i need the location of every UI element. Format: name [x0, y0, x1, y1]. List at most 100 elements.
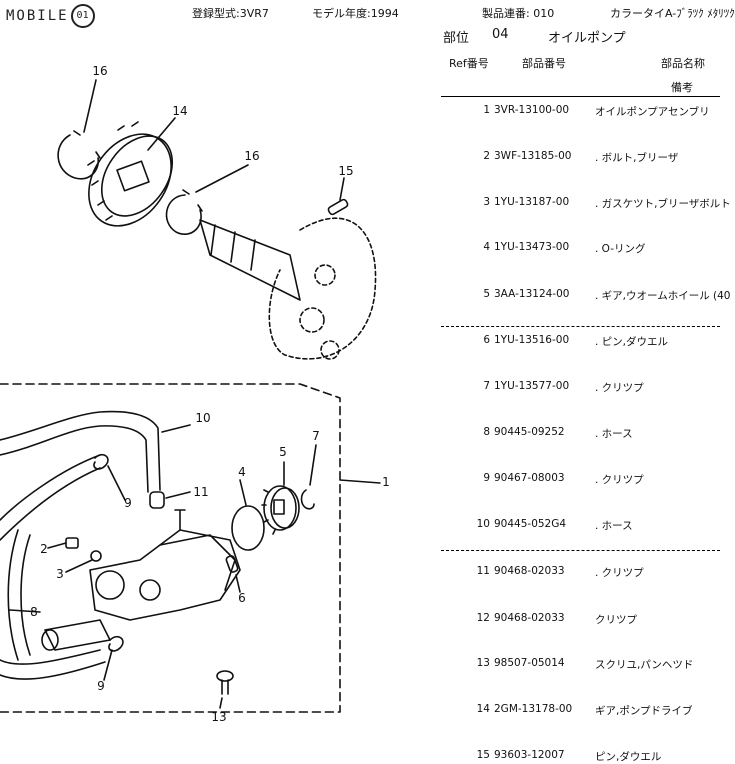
- leader-1: [339, 479, 381, 484]
- part-number: 1YU-13577-00: [494, 380, 570, 392]
- part-ref: 13: [476, 657, 490, 669]
- pump-drive-gear-14: [87, 117, 176, 227]
- part-ref: 15: [476, 749, 490, 761]
- part-ref: 5: [483, 288, 490, 300]
- part-number: 1YU-13187-00: [494, 196, 570, 208]
- part-name: . ボルト,ブリーザ: [595, 152, 679, 164]
- part-number: 90468-02033: [494, 565, 565, 577]
- header-rule: [441, 96, 720, 97]
- group-divider: [441, 326, 720, 327]
- part-ref: 14: [476, 703, 490, 715]
- screw-13: [216, 670, 234, 709]
- part-name: オイルポンプアセンブリ: [595, 106, 710, 118]
- col-remarks: 備考: [671, 81, 693, 94]
- part-name: クリツプ: [595, 614, 637, 626]
- callout-number: 15: [338, 164, 353, 178]
- group-divider: [441, 550, 720, 551]
- callout-number: 14: [172, 104, 187, 118]
- part-number: 98507-05014: [494, 657, 565, 669]
- dowel-pin-6: [225, 555, 241, 593]
- part-ref: 8: [483, 426, 490, 438]
- circlip-16-right: [165, 164, 249, 235]
- part-name: スクリユ,パンヘツド: [595, 659, 694, 671]
- color-type: カラータイA-ﾌﾞﾗﾂｸ ﾒﾀﾘﾂｸ: [610, 7, 735, 20]
- section-label: 部位: [443, 31, 470, 46]
- part-ref: 3: [483, 196, 490, 208]
- o-ring-4: [231, 479, 265, 551]
- col-part-no: 部品番号: [522, 57, 566, 70]
- crankcase-section: [268, 217, 377, 360]
- part-number: 1YU-13473-00: [494, 241, 570, 253]
- logo-text: MOBILE: [6, 8, 69, 24]
- breather-bolt-2: [47, 537, 79, 549]
- part-number: 90467-08003: [494, 472, 565, 484]
- part-number: 3VR-13100-00: [494, 104, 570, 116]
- dowel-pin-15: [327, 177, 349, 216]
- model-code: 登録型式:3VR7: [192, 7, 269, 20]
- callout-number: 16: [92, 64, 107, 78]
- part-number: 90445-052G4: [494, 518, 567, 530]
- part-ref: 11: [476, 565, 490, 577]
- part-name: . クリツプ: [595, 382, 644, 394]
- drive-shaft: [199, 219, 301, 301]
- assembly-outline: [0, 383, 341, 713]
- oil-pump-body: [41, 509, 241, 651]
- callout-number: 16: [244, 149, 259, 163]
- callout-number: 1: [382, 475, 390, 489]
- gasket-3: [65, 550, 102, 573]
- logo-mark: 01: [70, 4, 95, 28]
- part-name: . ピン,ダウエル: [595, 336, 669, 348]
- section-code: 04: [492, 27, 509, 42]
- callout-number: 5: [279, 445, 287, 459]
- clip-9-upper: [93, 453, 126, 501]
- part-name: . O-リング: [595, 243, 646, 255]
- part-ref: 9: [483, 472, 490, 484]
- callout-number: 13: [211, 710, 226, 724]
- part-name: . ホース: [595, 428, 633, 440]
- worm-wheel-gear-5: [261, 461, 300, 535]
- section-name: オイルポンプ: [548, 31, 626, 46]
- model-year: モデル年度:1994: [312, 7, 399, 20]
- part-name: . ギア,ウオームホイール (40: [595, 290, 731, 302]
- clip-11: [149, 491, 191, 509]
- part-number: 2GM-13178-00: [494, 703, 573, 715]
- callout-number: 3: [56, 567, 64, 581]
- part-number: 90445-09252: [494, 426, 565, 438]
- part-number: 90468-02033: [494, 612, 565, 624]
- callout-number: 11: [193, 485, 208, 499]
- part-name: ピン,ダウエル: [595, 751, 662, 763]
- part-ref: 2: [483, 150, 490, 162]
- part-name: . クリツプ: [595, 474, 644, 486]
- part-number: 1YU-13516-00: [494, 334, 570, 346]
- part-number: 3AA-13124-00: [494, 288, 570, 300]
- serial-number: 製品連番: 010: [482, 7, 555, 20]
- callout-number: 6: [238, 591, 246, 605]
- part-ref: 7: [483, 380, 490, 392]
- hose-10: [0, 410, 191, 493]
- clip-7: [300, 444, 317, 510]
- callout-number: 10: [195, 411, 210, 425]
- col-part-name: 部品名称: [661, 57, 705, 70]
- part-ref: 4: [483, 241, 490, 253]
- part-ref: 6: [483, 334, 490, 346]
- hose-8: [0, 454, 106, 680]
- col-ref: Ref番号: [449, 57, 489, 70]
- part-name: . ガスケツト,ブリーザボルト: [595, 198, 731, 210]
- callout-number: 7: [312, 429, 320, 443]
- part-ref: 10: [476, 518, 490, 530]
- clip-9-lower: [103, 635, 124, 681]
- part-name: . クリツプ: [595, 567, 644, 579]
- circlip-16-left: [57, 79, 101, 180]
- callout-number: 4: [238, 465, 246, 479]
- callout-number: 9: [124, 496, 132, 510]
- part-ref: 12: [476, 612, 490, 624]
- callout-number: 9: [97, 679, 105, 693]
- part-name: . ホース: [595, 520, 633, 532]
- part-ref: 1: [483, 104, 490, 116]
- part-name: ギア,ポンプドライブ: [595, 705, 693, 717]
- callout-number: 2: [40, 542, 48, 556]
- part-number: 93603-12007: [494, 749, 565, 761]
- part-number: 3WF-13185-00: [494, 150, 572, 162]
